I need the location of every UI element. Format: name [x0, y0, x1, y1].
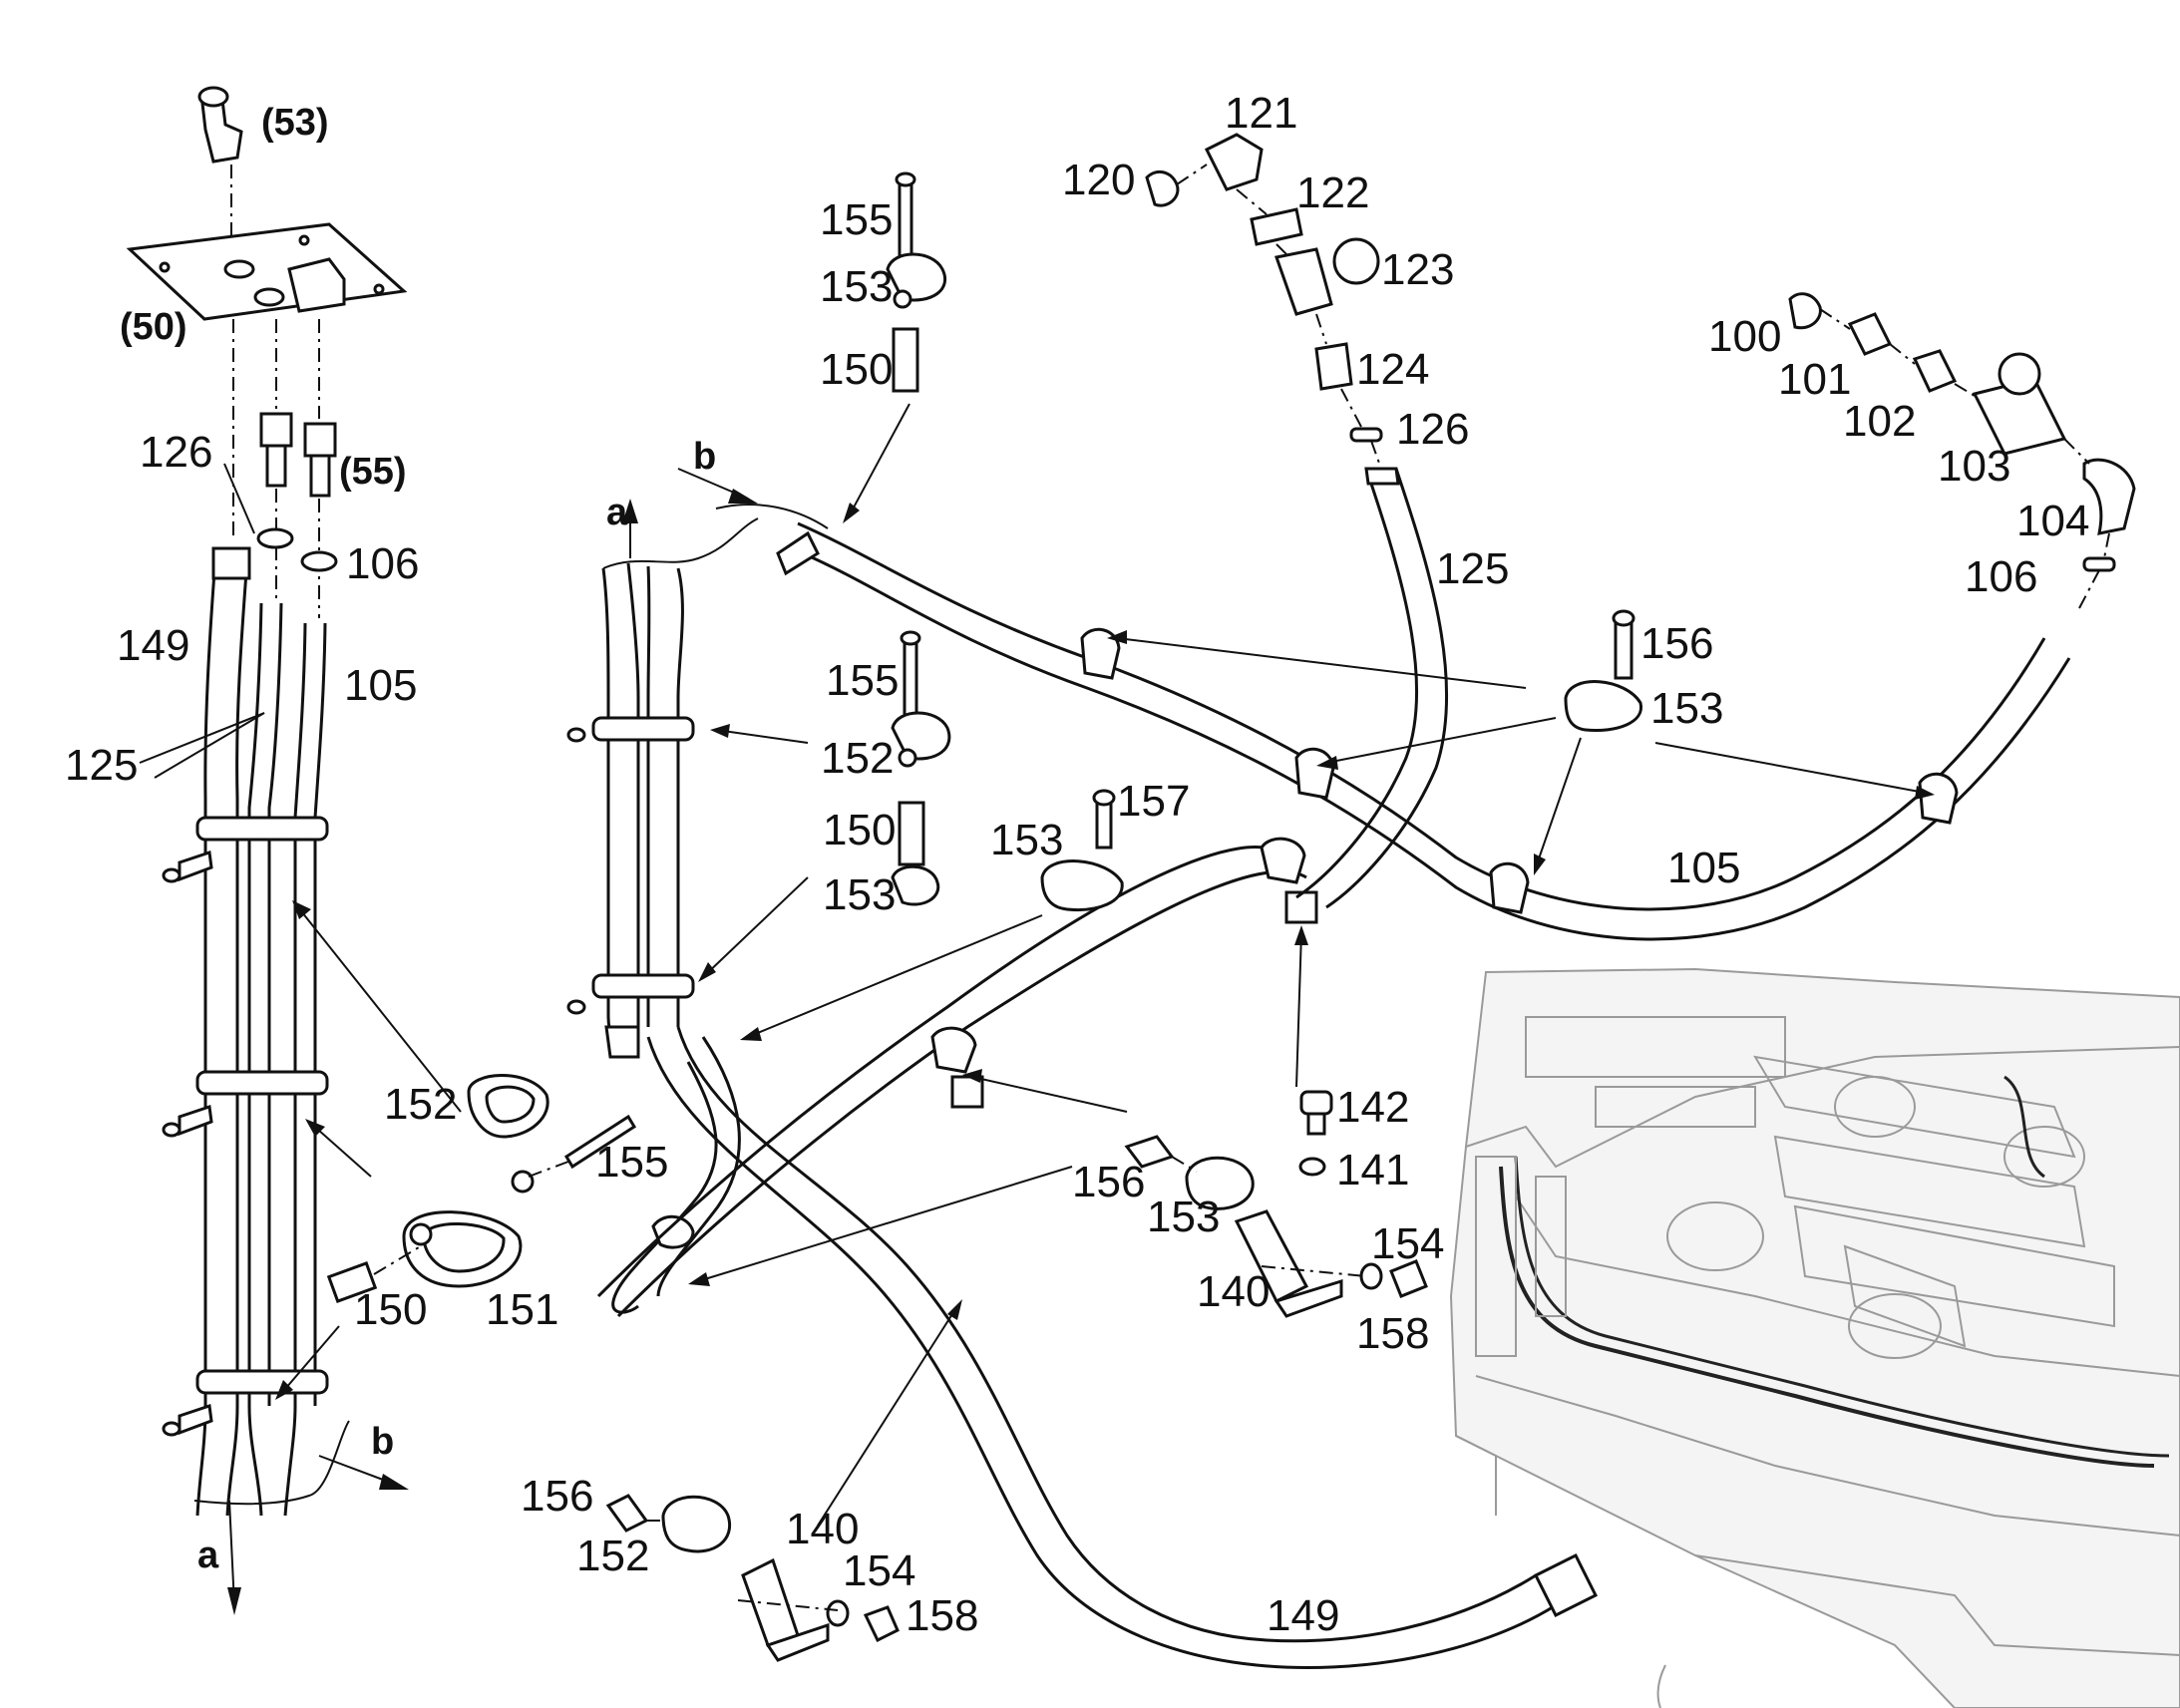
callout-140-bottom: 140 — [786, 1505, 859, 1553]
callout-155-top: 155 — [820, 195, 893, 244]
callout-123: 123 — [1381, 245, 1454, 294]
callout-125: 125 — [65, 741, 138, 790]
callout-125-top: 125 — [1436, 544, 1509, 593]
callout-106-top: 106 — [1965, 552, 2037, 601]
callout-b-left: b — [371, 1421, 394, 1463]
left-clamp-2 — [162, 1070, 329, 1138]
callout-155: 155 — [595, 1138, 668, 1187]
callout-150-mid: 150 — [823, 806, 896, 854]
callout-126-top: 126 — [1396, 405, 1469, 454]
callout-102: 102 — [1843, 397, 1916, 446]
callout-a-middle: a — [606, 492, 628, 533]
callout-55: (55) — [339, 451, 407, 493]
callout-158-right: 158 — [1356, 1309, 1429, 1358]
callout-156-top: 156 — [1640, 619, 1713, 668]
left-clamp-3 — [162, 1369, 329, 1437]
callout-150: 150 — [354, 1285, 427, 1334]
callout-126: 126 — [140, 428, 212, 477]
callout-124: 124 — [1356, 345, 1429, 394]
callout-153-right: 153 — [1650, 684, 1723, 733]
callout-a-left: a — [197, 1535, 219, 1576]
callout-106: 106 — [346, 539, 419, 588]
callout-153-bracket: 153 — [1147, 1193, 1220, 1241]
callout-142: 142 — [1336, 1083, 1409, 1132]
callout-151: 151 — [486, 1285, 558, 1334]
callout-155-mid: 155 — [826, 656, 899, 705]
callout-50: (50) — [120, 306, 187, 348]
callout-122: 122 — [1296, 169, 1369, 217]
callout-141: 141 — [1336, 1146, 1409, 1195]
callout-105: 105 — [344, 661, 417, 710]
left-clamp-1 — [162, 816, 329, 883]
callout-152-bottom: 152 — [576, 1532, 649, 1580]
callout-152: 152 — [384, 1080, 457, 1129]
callout-158-bottom: 158 — [906, 1591, 978, 1640]
callout-156-mid: 156 — [1072, 1158, 1145, 1206]
callout-labels: (53) (50) (55) 126 106 149 105 125 152 1… — [65, 89, 2089, 1640]
callout-156-bottom: 156 — [521, 1472, 593, 1521]
machine-context-illustration — [1449, 967, 2180, 1708]
callout-140-right: 140 — [1197, 1267, 1270, 1316]
callout-121: 121 — [1225, 89, 1297, 138]
callout-100: 100 — [1708, 312, 1781, 361]
callout-154-bottom: 154 — [843, 1546, 915, 1595]
callout-120: 120 — [1062, 156, 1135, 204]
callout-104: 104 — [2016, 497, 2089, 545]
callout-53: (53) — [261, 102, 329, 144]
callout-103: 103 — [1938, 442, 2010, 491]
middle-hose-bundle — [154, 133, 2136, 1669]
callout-157: 157 — [1117, 777, 1190, 826]
left-hose-bundle — [126, 86, 637, 1615]
callout-149-bottom: 149 — [1267, 1591, 1339, 1640]
callout-153-clamp: 153 — [990, 816, 1063, 864]
callout-153-top: 153 — [820, 262, 893, 311]
callout-150-top: 150 — [820, 345, 893, 394]
callout-149: 149 — [117, 621, 189, 670]
callout-b-middle: b — [693, 436, 716, 478]
callout-152-mid: 152 — [821, 734, 894, 783]
callout-101: 101 — [1778, 355, 1851, 404]
callout-153-mid: 153 — [823, 870, 896, 919]
callout-154-right: 154 — [1371, 1219, 1444, 1268]
callout-105-right: 105 — [1667, 844, 1740, 892]
